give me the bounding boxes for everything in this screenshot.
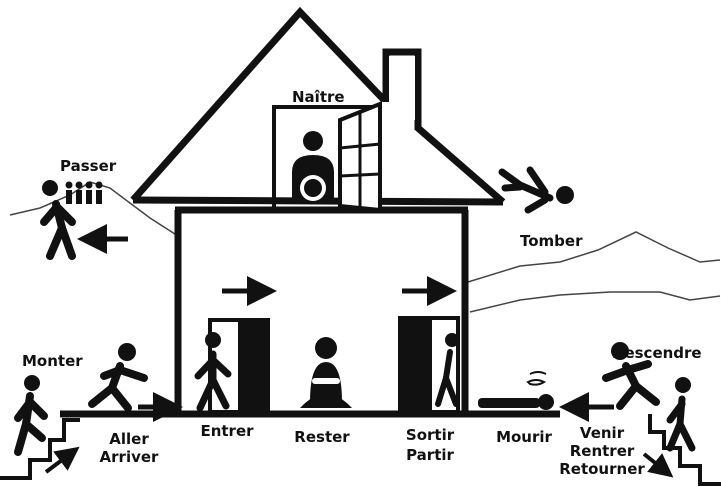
stairs-icon <box>650 414 721 484</box>
running-person-icon <box>92 343 144 408</box>
mountain-outline-left <box>10 182 178 236</box>
label-naitre: Naître <box>292 88 345 106</box>
label-descendre: Descendre <box>612 344 702 362</box>
walking-person-icon <box>670 377 692 448</box>
walking-person-icon <box>438 333 459 404</box>
falling-person-icon <box>502 170 574 210</box>
sitting-person-icon <box>300 337 352 408</box>
label-retourner: Retourner <box>559 460 645 478</box>
label-venir: Venir <box>580 424 624 442</box>
walking-person-icon <box>198 332 228 408</box>
label-mourir: Mourir <box>496 428 552 446</box>
window-icon <box>340 104 380 210</box>
arrow-icon <box>644 454 664 470</box>
mountain-outline-right <box>468 232 720 312</box>
group-of-people-icon <box>66 182 103 205</box>
label-entrer: Entrer <box>200 422 253 440</box>
stairs-icon <box>0 420 80 478</box>
label-monter: Monter <box>22 352 83 370</box>
label-partir: Partir <box>406 446 454 464</box>
walking-person-icon <box>18 375 44 452</box>
label-aller: Aller <box>109 430 148 448</box>
label-tomber: Tomber <box>520 232 582 250</box>
label-rentrer: Rentrer <box>570 442 635 460</box>
lying-person-icon <box>478 372 554 410</box>
label-sortir: Sortir <box>406 426 454 444</box>
label-passer: Passer <box>60 157 116 175</box>
label-rester: Rester <box>294 428 349 446</box>
pregnant-woman-icon <box>292 131 334 202</box>
label-arriver: Arriver <box>100 448 159 466</box>
